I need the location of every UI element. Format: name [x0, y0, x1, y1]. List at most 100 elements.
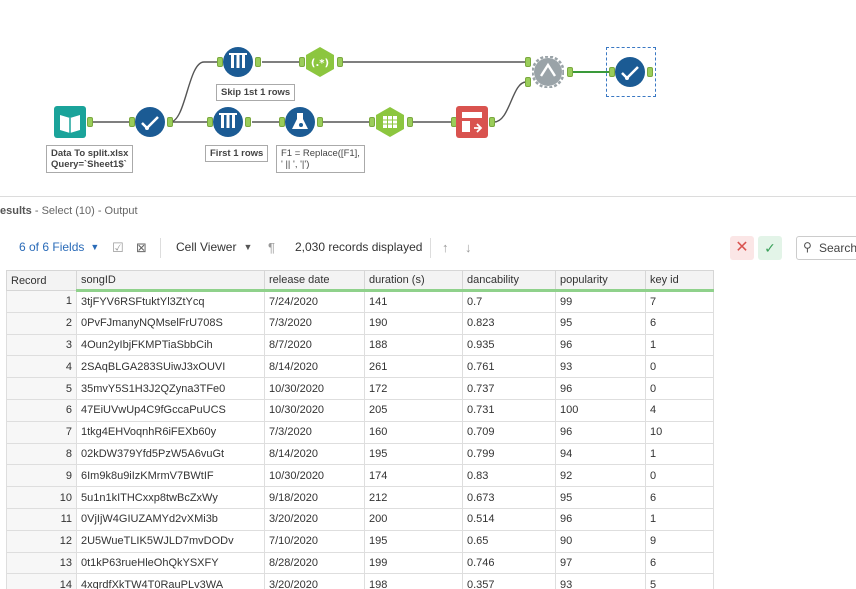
record-number-cell[interactable]: 2 [6, 311, 77, 335]
column-header[interactable]: songID [76, 270, 265, 292]
input-anchor-2[interactable] [525, 77, 531, 87]
workflow-canvas[interactable]: (.*) [0, 0, 856, 190]
table-cell[interactable]: 172 [364, 377, 463, 400]
table-cell[interactable]: 0.357 [462, 573, 556, 589]
table-cell[interactable]: 160 [364, 420, 463, 444]
table-cell[interactable]: 100 [555, 398, 646, 422]
table-cell[interactable]: 5 [645, 573, 714, 589]
table-cell[interactable]: 141 [364, 290, 463, 313]
apply-button[interactable]: ✓ [758, 236, 782, 260]
table-cell[interactable]: 5u1n1kITHCxxp8twBcZxWy [76, 486, 265, 509]
record-number-cell[interactable]: 13 [6, 551, 77, 575]
table-cell[interactable]: 205 [364, 398, 463, 422]
output-anchor[interactable] [337, 57, 343, 67]
table-cell[interactable]: 3/20/2020 [264, 507, 365, 531]
table-cell[interactable]: 0.514 [462, 507, 556, 531]
table-cell[interactable]: 188 [364, 333, 463, 357]
book-icon[interactable] [54, 106, 86, 138]
table-cell[interactable]: 10 [645, 420, 714, 444]
record-number-cell[interactable]: 10 [6, 486, 77, 509]
column-header[interactable]: key id [645, 270, 714, 292]
table-cell[interactable]: 0.7 [462, 290, 556, 313]
output-anchor[interactable] [489, 117, 495, 127]
output-anchor[interactable] [317, 117, 323, 127]
table-cell[interactable]: 195 [364, 442, 463, 466]
table-cell[interactable]: 0.737 [462, 377, 556, 400]
output-anchor[interactable] [567, 67, 573, 77]
record-number-cell[interactable]: 14 [6, 573, 77, 589]
table-cell[interactable]: 190 [364, 311, 463, 335]
table-cell[interactable]: 9 [645, 529, 714, 553]
table-cell[interactable]: 93 [555, 573, 646, 589]
table-cell[interactable]: 95 [555, 486, 646, 509]
input-anchor[interactable] [609, 67, 615, 77]
record-number-cell[interactable]: 3 [6, 333, 77, 357]
table-cell[interactable]: 90 [555, 529, 646, 553]
input-anchor[interactable] [299, 57, 305, 67]
output-anchor[interactable] [255, 57, 261, 67]
table-cell[interactable]: 8/7/2020 [264, 333, 365, 357]
output-anchor[interactable] [647, 67, 653, 77]
table-cell[interactable]: 7 [645, 290, 714, 313]
table-cell[interactable]: 0t1kP63rueHleOhQkYSXFY [76, 551, 265, 575]
column-header[interactable]: release date [264, 270, 365, 292]
input-anchor[interactable] [217, 57, 223, 67]
table-cell[interactable]: 1 [645, 333, 714, 357]
table-cell[interactable]: 8/14/2020 [264, 442, 365, 466]
table-cell[interactable]: 96 [555, 377, 646, 400]
table-cell[interactable]: 96 [555, 420, 646, 444]
table-cell[interactable]: 9/18/2020 [264, 486, 365, 509]
record-number-cell[interactable]: 7 [6, 420, 77, 444]
arrow-down-icon[interactable]: ↓ [465, 240, 472, 255]
output-anchor[interactable] [87, 117, 93, 127]
columns-icon[interactable] [374, 106, 406, 138]
table-cell[interactable]: 93 [555, 355, 646, 379]
table-cell[interactable]: 0.746 [462, 551, 556, 575]
search-input[interactable]: ⚲ Search [796, 236, 856, 260]
table-cell[interactable]: 96 [555, 507, 646, 531]
table-cell[interactable]: 10/30/2020 [264, 464, 365, 488]
table-cell[interactable]: 97 [555, 551, 646, 575]
checkbox-icon[interactable]: ☑ [112, 240, 124, 255]
table-cell[interactable]: 3tjFYV6RSFtuktYl3ZtYcq [76, 290, 265, 313]
table-cell[interactable]: 0.65 [462, 529, 556, 553]
input-anchor[interactable] [129, 117, 135, 127]
cancel-button[interactable]: ✕ [730, 236, 754, 260]
column-header[interactable]: dancability [462, 270, 556, 292]
fields-dropdown[interactable]: 6 of 6 Fields ▼ [19, 240, 99, 254]
table-cell[interactable]: 10/30/2020 [264, 398, 365, 422]
table-cell[interactable]: 35mvY5S1H3J2QZyna3TFe0 [76, 377, 265, 400]
table-cell[interactable]: 6 [645, 486, 714, 509]
record-number-cell[interactable]: 5 [6, 377, 77, 400]
table-cell[interactable]: 7/3/2020 [264, 311, 365, 335]
record-number-cell[interactable]: 1 [6, 290, 77, 313]
table-cell[interactable]: 7/10/2020 [264, 529, 365, 553]
table-cell[interactable]: 0VjIjW4GIUZAMYd2vXMi3b [76, 507, 265, 531]
table-cell[interactable]: 4Oun2yIbjFKMPTiaSbbCih [76, 333, 265, 357]
record-number-cell[interactable]: 9 [6, 464, 77, 488]
table-cell[interactable]: 0.935 [462, 333, 556, 357]
column-header[interactable]: duration (s) [364, 270, 463, 292]
table-cell[interactable]: 0PvFJmanyNQMselFrU708S [76, 311, 265, 335]
checkmark-circle-icon[interactable] [134, 106, 166, 138]
output-anchor[interactable] [245, 117, 251, 127]
table-cell[interactable]: 3/20/2020 [264, 573, 365, 589]
table-cell[interactable]: 212 [364, 486, 463, 509]
table-cell[interactable]: 0 [645, 377, 714, 400]
table-cell[interactable]: 200 [364, 507, 463, 531]
table-cell[interactable]: 96 [555, 333, 646, 357]
arrange-icon[interactable] [456, 106, 488, 138]
pilcrow-icon[interactable]: ¶ [268, 240, 275, 255]
table-cell[interactable]: 8/14/2020 [264, 355, 365, 379]
